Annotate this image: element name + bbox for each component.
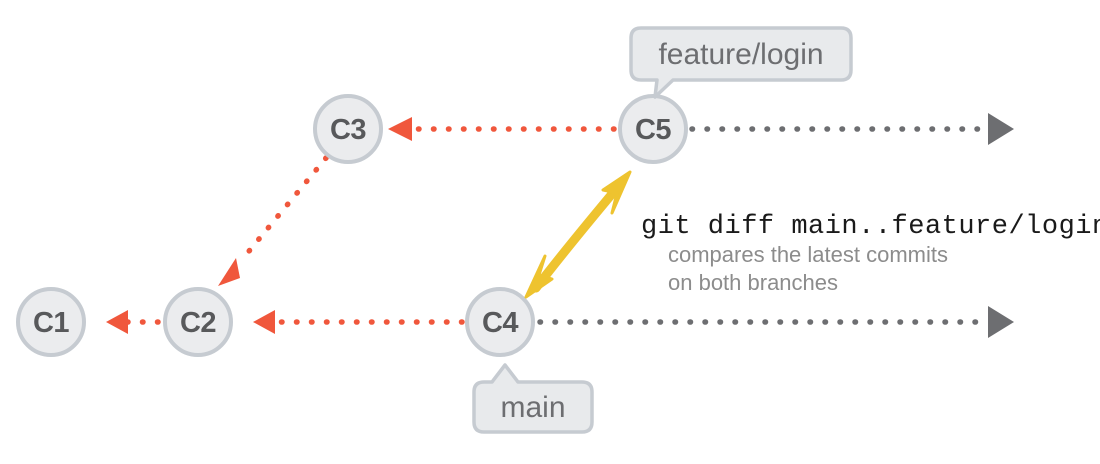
commit-node-c4[interactable]: C4: [465, 287, 535, 357]
commit-circle-c1: [16, 287, 86, 357]
commit-circle-c5: [618, 94, 688, 164]
branch-tip-feature-login-arrowhead: [988, 113, 1014, 145]
commit-label-c3: C3: [330, 114, 366, 146]
commit-label-c4: C4: [482, 307, 518, 339]
parent-link-c4-c2-arrowhead: [253, 310, 275, 334]
parent-link-c3-c2-arrowhead: [218, 258, 240, 286]
note-line-2: on both branches: [668, 270, 838, 295]
diff-highlight-arrowhead-top: [601, 170, 632, 215]
parent-link-c3-c2: [218, 155, 329, 286]
branch-tip-lines-group: [537, 113, 1014, 338]
commit-label-c1: C1: [33, 307, 69, 339]
command-text: git diff main..feature/login: [641, 212, 1100, 242]
parent-link-c5-c3: [388, 117, 617, 141]
branch-label-feature-login[interactable]: feature/login: [629, 26, 853, 99]
parent-link-c3-c2-line: [237, 155, 329, 265]
branch-label-feature-login-bubble: [629, 26, 853, 99]
branch-label-main[interactable]: main: [472, 363, 594, 434]
commit-label-c2: C2: [180, 307, 216, 339]
commit-node-c3[interactable]: C3: [313, 94, 383, 164]
parent-links-group: [105, 117, 617, 334]
parent-link-c5-c3-arrowhead: [388, 117, 412, 141]
branch-label-feature-login-text: feature/login: [658, 38, 823, 71]
branch-tip-main-arrowhead: [988, 306, 1014, 338]
commit-node-c5[interactable]: C5: [618, 94, 688, 164]
commit-circle-c3: [313, 94, 383, 164]
diff-highlight-arrow-shaft: [531, 177, 627, 293]
commit-nodes-group: C1 C2 C3 C4 C5: [16, 94, 688, 357]
parent-link-c4-c2: [253, 310, 465, 334]
command-annotation: git diff main..feature/login compares th…: [641, 212, 1100, 295]
commit-node-c1[interactable]: C1: [16, 287, 86, 357]
commit-node-c2[interactable]: C2: [163, 287, 233, 357]
commit-label-c5: C5: [635, 114, 671, 146]
commit-circle-c2: [163, 287, 233, 357]
commit-circle-c4: [465, 287, 535, 357]
branch-tip-main: [537, 306, 1014, 338]
branch-label-main-bubble: [472, 363, 594, 434]
diff-highlight-arrow: [524, 170, 632, 299]
parent-link-c2-c1: [105, 310, 161, 334]
branch-tip-feature-login: [689, 113, 1014, 145]
diff-highlight-arrowhead-bottom: [524, 254, 554, 299]
parent-link-c2-c1-arrowhead: [106, 310, 128, 334]
note-line-1: compares the latest commits: [668, 242, 948, 267]
branch-label-main-text: main: [500, 391, 565, 424]
